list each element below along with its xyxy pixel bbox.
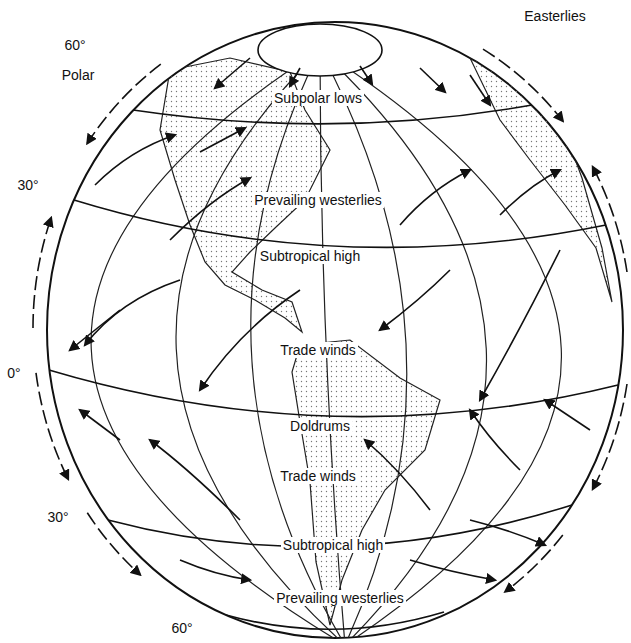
meridians: [91, 50, 561, 643]
wind-label: Subtropical high: [258, 248, 362, 264]
wind-arrows: [70, 58, 590, 580]
latitude-lines: [49, 105, 618, 629]
wind-label: 0°: [5, 365, 22, 381]
circulation-arrows: [33, 49, 627, 592]
wind-label: Doldrums: [288, 418, 352, 434]
polar-cap: [258, 24, 382, 76]
wind-label: 30°: [45, 509, 70, 525]
wind-label: Polar: [60, 67, 97, 83]
wind-label: Easterlies: [522, 8, 587, 24]
wind-label: 60°: [169, 620, 194, 636]
wind-label: Subtropical high: [281, 537, 385, 553]
wind-label: Trade winds: [278, 468, 358, 484]
wind-label: Trade winds: [278, 342, 358, 358]
wind-label: 60°: [62, 37, 87, 53]
wind-label: Prevailing westerlies: [274, 590, 406, 606]
wind-label: 30°: [15, 177, 40, 193]
continents: [160, 58, 612, 625]
wind-label: Prevailing westerlies: [252, 192, 384, 208]
wind-label: Subpolar lows: [272, 90, 364, 106]
globe-outline: [47, 22, 623, 638]
